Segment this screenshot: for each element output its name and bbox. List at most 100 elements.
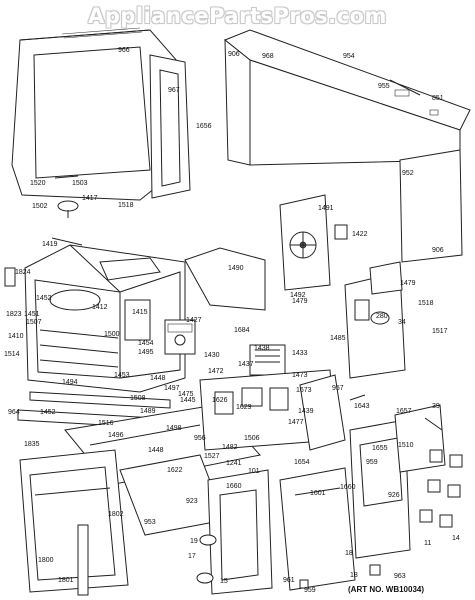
part-label: 1454 [138,340,154,347]
part-label: 1241 [226,460,242,467]
part-label: 1427 [186,317,202,324]
fan-bracket-part [279,194,331,291]
watermark: AppliancePartsPros.com [88,4,387,28]
part-label: 1489 [140,408,156,415]
part-label: 1419 [42,241,58,248]
part-label: 959 [304,587,316,594]
part-label: 101 [248,468,260,475]
part-label: 1506 [244,435,260,442]
part-label: 1491 [318,205,334,212]
magnetron-part [164,319,196,355]
part-label: 1660 [340,484,356,491]
part-labels: 966 967 1656 1518 906 968 954 955 851 95… [4,47,460,594]
art-number: (ART NO. WB10034) [348,585,425,594]
part-label: 1673 [296,387,312,394]
oven-cavity-part [24,244,186,393]
side-panel-part [399,149,463,263]
part-label: 1802 [108,511,124,518]
part-label: 959 [366,459,378,466]
part-label: 1472 [208,368,224,375]
part-label: 906 [228,51,240,58]
part-label: 1503 [72,180,88,187]
small-parts-bottom [196,394,443,589]
part-label: 1629 [236,404,252,411]
part-label: 19 [190,538,198,545]
latch-board-part [299,374,346,451]
part-label: 1601 [310,490,326,497]
part-label: 1507 [26,319,42,326]
part-label: 963 [394,573,406,580]
part-label: 1801 [58,577,74,584]
part-label: 1485 [330,335,346,342]
part-label: 1415 [132,309,148,316]
part-label: 1495 [138,349,154,356]
part-label: 1654 [294,459,310,466]
control-panel-part [349,419,411,559]
outer-door-part [19,449,129,593]
part-label: 955 [378,83,390,90]
part-label: 906 [432,247,444,254]
outer-case-part [224,29,471,166]
part-label: 1835 [24,441,40,448]
part-label: 1437 [238,361,254,368]
part-label: 1475 [178,391,194,398]
part-label: 952 [402,170,414,177]
part-label: 1453 [114,372,130,379]
part-label: 1417 [82,195,98,202]
part-label: 957 [332,385,344,392]
part-label: 1496 [108,432,124,439]
door-frame-part [11,27,179,201]
part-label: 1684 [234,327,250,334]
part-label: 1656 [196,123,212,130]
choke-panel-part [279,467,356,591]
transformer-part [249,344,286,376]
part-label: 851 [432,95,444,102]
part-label: 1445 [180,397,196,404]
part-label: 966 [118,47,130,54]
part-label: 1477 [288,419,304,426]
part-label: 1500 [104,331,120,338]
part-label: 1433 [292,350,308,357]
part-label: 1473 [292,372,308,379]
part-label: 18 [345,550,353,557]
thermal-cutout-part [334,224,348,240]
window-frame-part [207,469,273,595]
part-label: 1520 [30,180,46,187]
keypad-buttons-part [419,449,463,528]
part-label: 1657 [396,408,412,415]
part-label: 1422 [352,231,368,238]
part-label: 1451 [24,311,40,318]
part-label: 34 [398,319,406,326]
part-label: 1439 [298,408,314,415]
duct-part [184,247,266,311]
part-label: 961 [283,577,295,584]
part-label: 1518 [118,202,134,209]
part-label: 1622 [167,467,183,474]
part-label: 14 [452,535,460,542]
part-label: 953 [144,519,156,526]
part-label: 923 [186,498,198,505]
part-label: 1490 [228,265,244,272]
part-label: 1479 [292,298,308,305]
part-label: 926 [388,492,400,499]
part-label: 1517 [432,328,448,335]
part-label: 15 [220,578,228,585]
part-label: 1479 [400,280,416,287]
part-label: 1824 [15,269,31,276]
part-label: 1438 [254,345,270,352]
part-label: 18 [350,572,358,579]
part-label: 1527 [204,453,220,460]
part-label: 1660 [226,483,242,490]
part-label: 1448 [150,375,166,382]
part-label: 11 [424,540,431,547]
part-label: 1430 [204,352,220,359]
part-label: 39 [432,403,440,410]
part-label: 1516 [98,420,114,427]
door-handle-part [77,524,89,596]
part-label: 1800 [38,557,54,564]
door-seal-part [149,54,191,199]
part-label: 1643 [354,403,370,410]
part-label: 1412 [92,304,108,311]
